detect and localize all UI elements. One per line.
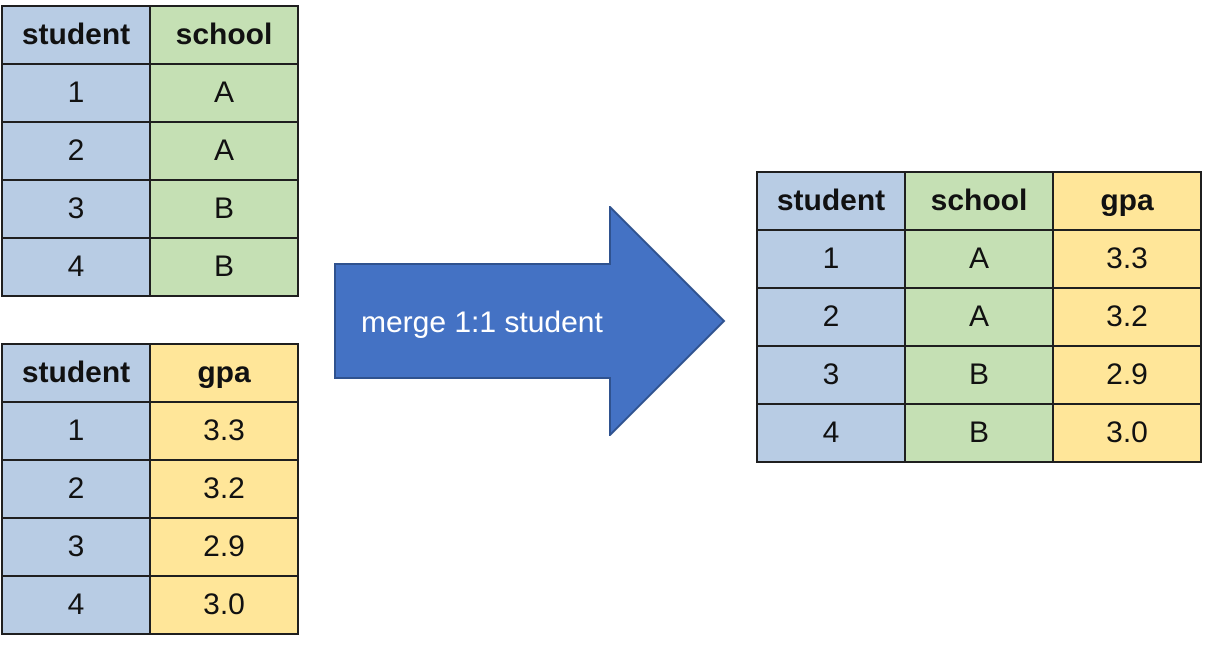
cell-student: 3	[756, 345, 906, 405]
school-table: student school 1 A 2 A 3 B 4 B	[1, 5, 299, 297]
header-gpa: gpa	[149, 343, 299, 403]
cell-student: 1	[756, 229, 906, 289]
cell-school: A	[149, 121, 299, 181]
cell-student: 2	[1, 121, 151, 181]
cell-gpa: 3.2	[1052, 287, 1202, 347]
merge-label: merge 1:1 student	[361, 306, 603, 339]
table-row: 3 B	[1, 179, 299, 239]
cell-student: 3	[1, 179, 151, 239]
cell-gpa: 2.9	[149, 517, 299, 577]
cell-student: 4	[1, 575, 151, 635]
gpa-table: student gpa 1 3.3 2 3.2 3 2.9 4 3.0	[1, 343, 299, 635]
table-row: 1 3.3	[1, 401, 299, 461]
cell-student: 4	[756, 403, 906, 463]
cell-gpa: 3.2	[149, 459, 299, 519]
cell-student: 3	[1, 517, 151, 577]
cell-student: 2	[1, 459, 151, 519]
cell-gpa: 3.0	[149, 575, 299, 635]
cell-school: A	[149, 63, 299, 123]
cell-school: B	[149, 237, 299, 297]
table-row: 2 A 3.2	[756, 287, 1202, 347]
cell-school: A	[904, 229, 1054, 289]
header-student: student	[1, 5, 151, 65]
table-row: 1 A	[1, 63, 299, 123]
cell-school: A	[904, 287, 1054, 347]
cell-school: B	[904, 403, 1054, 463]
header-school: school	[904, 171, 1054, 231]
cell-student: 1	[1, 63, 151, 123]
header-student: student	[756, 171, 906, 231]
cell-student: 1	[1, 401, 151, 461]
table-row: 4 B	[1, 237, 299, 297]
table-header-row: student school	[1, 5, 299, 65]
cell-student: 2	[756, 287, 906, 347]
table-row: 2 3.2	[1, 459, 299, 519]
table-row: 3 B 2.9	[756, 345, 1202, 405]
table-header-row: student school gpa	[756, 171, 1202, 231]
cell-school: B	[149, 179, 299, 239]
cell-gpa: 2.9	[1052, 345, 1202, 405]
table-row: 3 2.9	[1, 517, 299, 577]
merge-arrow: merge 1:1 student	[334, 206, 726, 436]
merged-table: student school gpa 1 A 3.3 2 A 3.2 3 B 2…	[756, 171, 1202, 463]
cell-school: B	[904, 345, 1054, 405]
cell-student: 4	[1, 237, 151, 297]
table-row: 4 B 3.0	[756, 403, 1202, 463]
cell-gpa: 3.0	[1052, 403, 1202, 463]
header-gpa: gpa	[1052, 171, 1202, 231]
table-row: 1 A 3.3	[756, 229, 1202, 289]
table-header-row: student gpa	[1, 343, 299, 403]
table-row: 2 A	[1, 121, 299, 181]
cell-gpa: 3.3	[1052, 229, 1202, 289]
header-student: student	[1, 343, 151, 403]
arrow-shape	[334, 206, 726, 436]
table-row: 4 3.0	[1, 575, 299, 635]
cell-gpa: 3.3	[149, 401, 299, 461]
header-school: school	[149, 5, 299, 65]
